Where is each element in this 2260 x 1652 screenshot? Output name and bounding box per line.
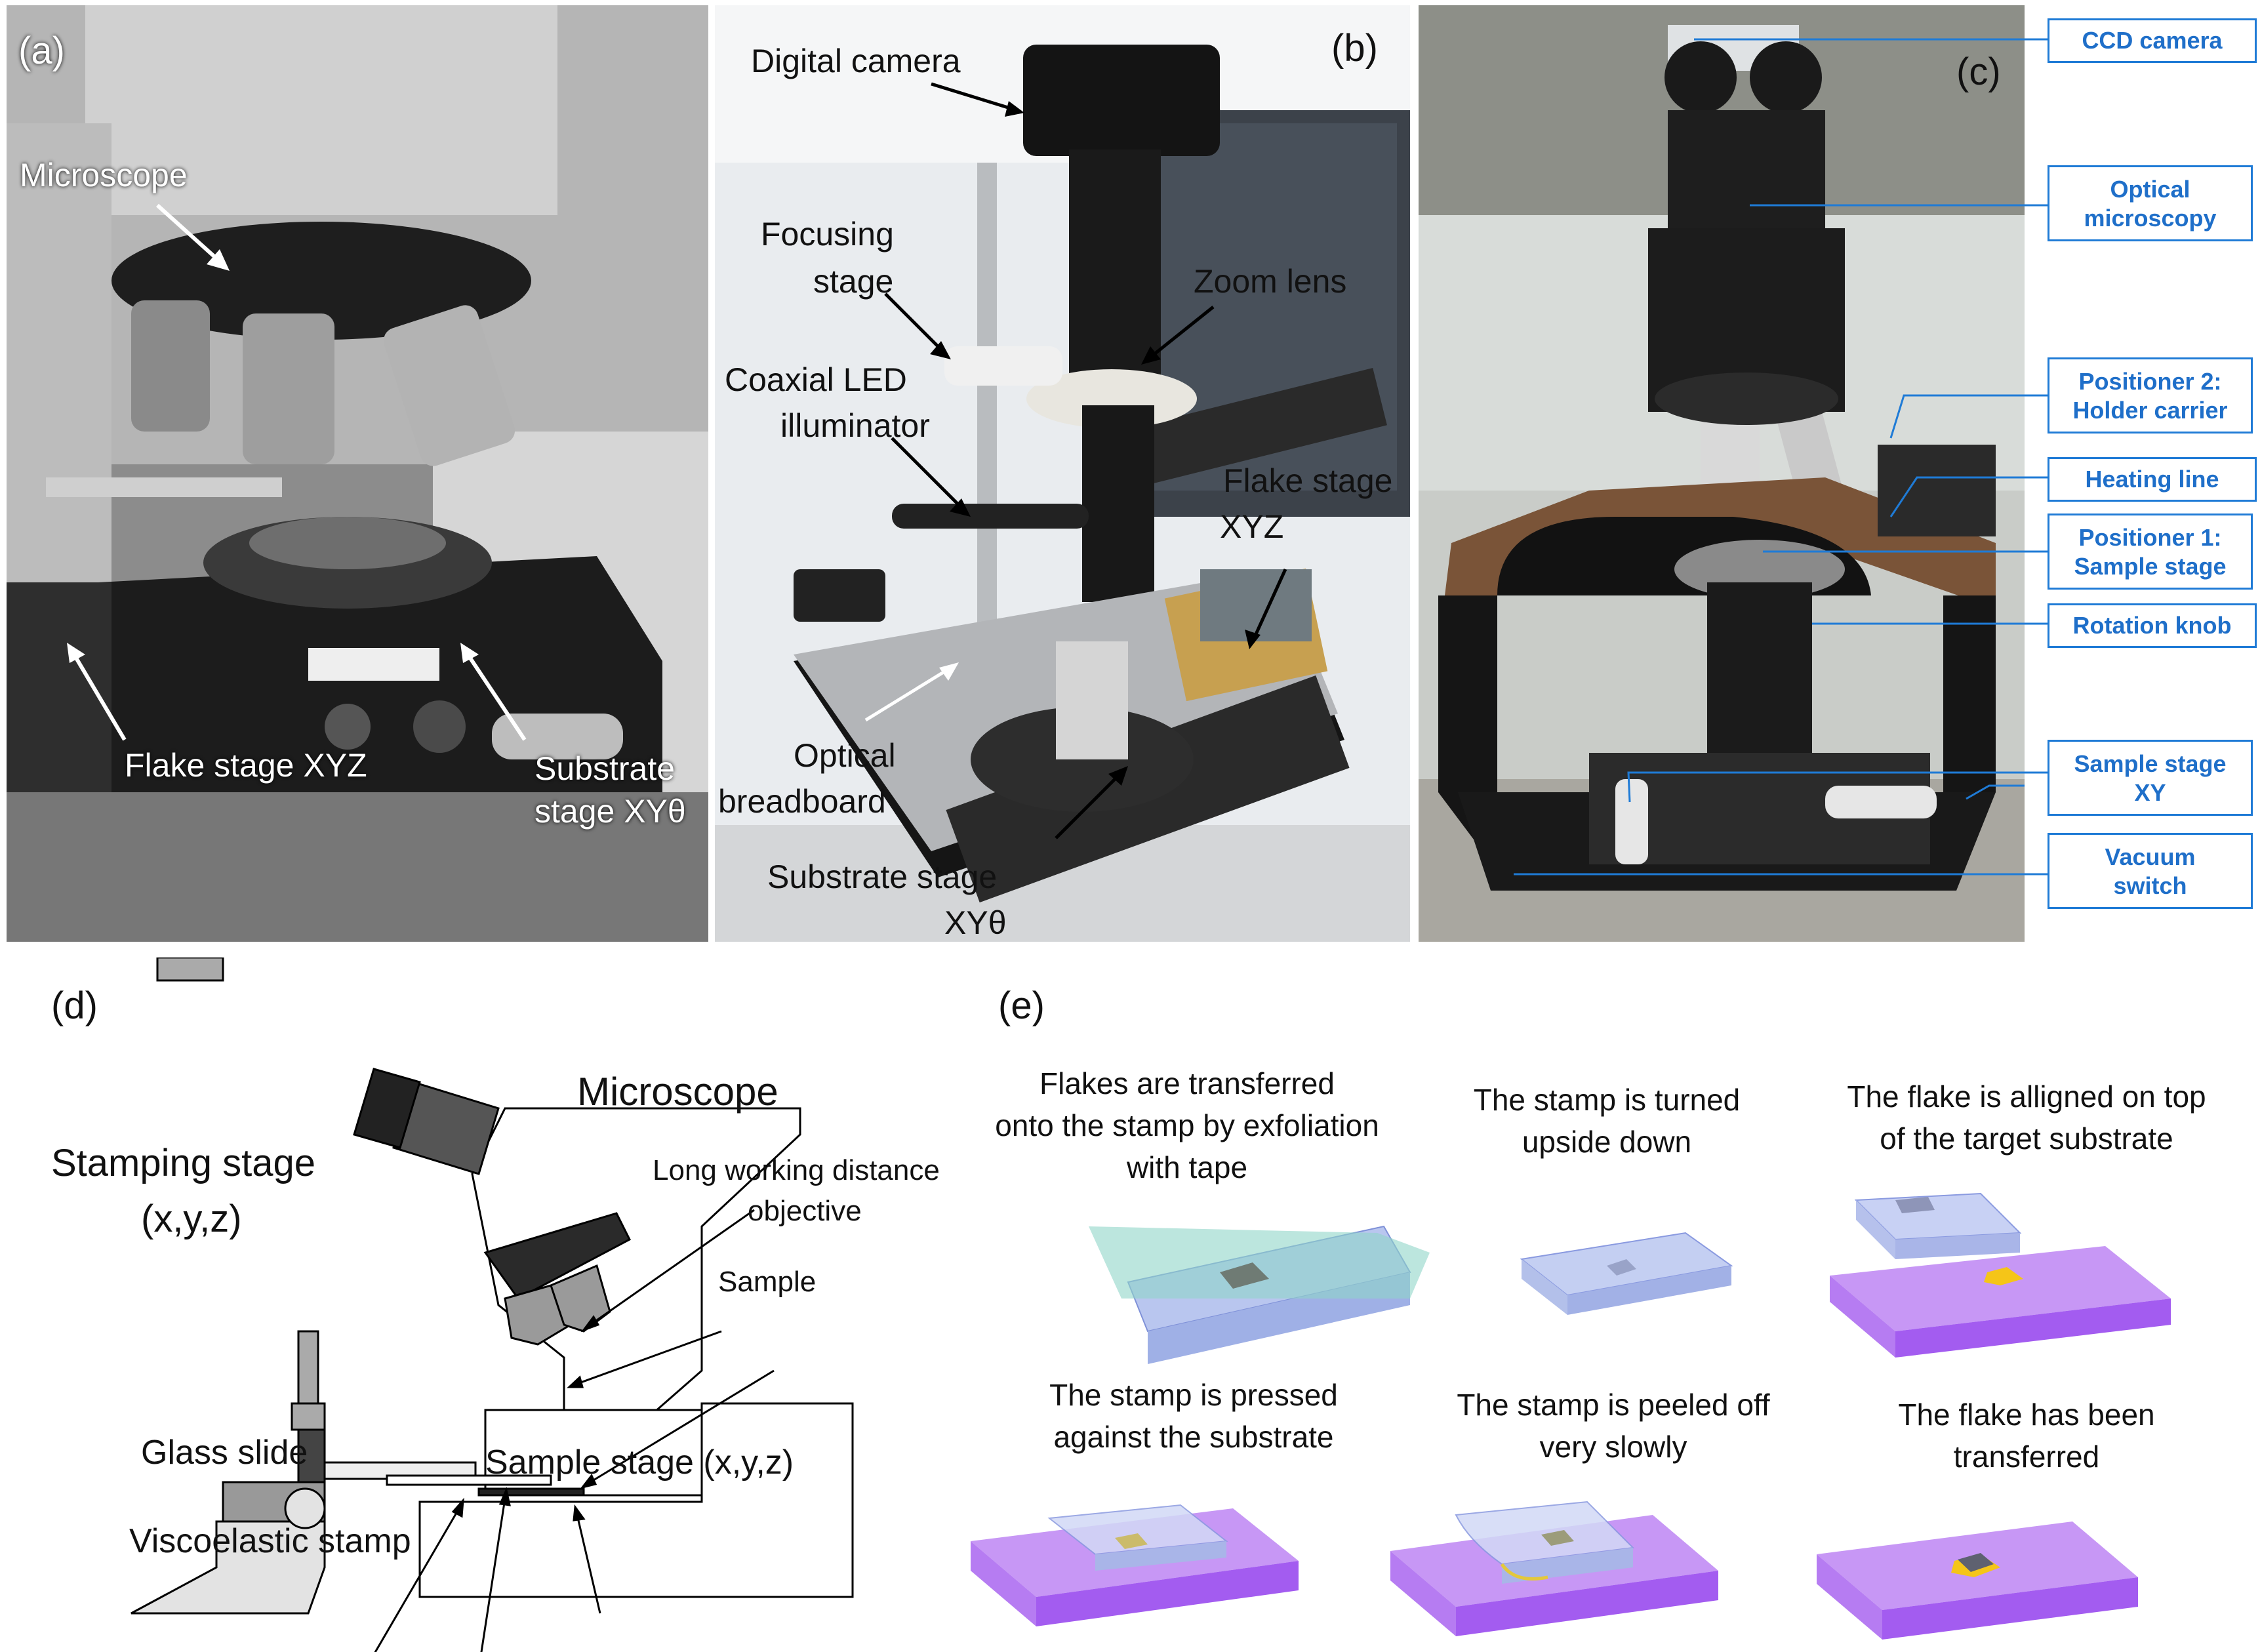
sample-stage-xy-text-2: XY — [2134, 779, 2166, 806]
vacuum-switch-callout: Vacuum switch — [2048, 833, 2253, 909]
sample-stage-xy-callout: Sample stage XY — [2048, 740, 2253, 816]
positioner-1-text-1: Positioner 1: — [2078, 524, 2222, 551]
positioner-1-text-2: Sample stage — [2074, 553, 2227, 580]
step-6-illustration — [1817, 1521, 2138, 1640]
optical-microscopy-text-1: Optical — [2110, 176, 2190, 203]
panel-b-letter: (b) — [1331, 27, 1378, 70]
rotation-knob-text: Rotation knob — [2072, 612, 2232, 639]
focusing-stage-label-2: stage — [813, 263, 894, 300]
optical-microscopy-callout: Optical microscopy — [2048, 165, 2253, 241]
glass-slide-label: Glass slide — [141, 1434, 308, 1472]
flake-stage-xyz-label: XYZ — [1220, 508, 1284, 545]
step-3-line-2: of the target substrate — [1880, 1121, 2173, 1156]
heating-line-callout: Heating line — [2048, 457, 2257, 502]
step-1-illustration — [1089, 1225, 1430, 1364]
coaxial-led-label-2: illuminator — [780, 407, 930, 444]
zoom-lens-label: Zoom lens — [1194, 263, 1347, 300]
step-4-illustration — [971, 1504, 1299, 1626]
step-2-illustration — [1520, 1232, 1733, 1315]
stamping-stage-label-2: (x,y,z) — [141, 1198, 242, 1240]
lwd-objective-label-2: objective — [748, 1195, 862, 1227]
step-3-line-1: The flake is alligned on top — [1847, 1079, 2206, 1114]
sample-stage-xy-text-1: Sample stage — [2074, 750, 2227, 777]
panel-a-photo: (a) Microscope Flake stage XYZ Substrate… — [7, 5, 708, 942]
ccd-camera-text: CCD camera — [2082, 27, 2223, 54]
panel-c-letter: (c) — [1956, 50, 2001, 93]
step-3-caption: The flake is alligned on top of the targ… — [1797, 1076, 2256, 1159]
microscope-photo-a — [7, 5, 708, 942]
step-2-caption: The stamp is turned upside down — [1417, 1079, 1797, 1163]
step-1-line-1: Flakes are transferred — [1039, 1066, 1335, 1100]
step-5-line-2: very slowly — [1539, 1430, 1687, 1464]
digital-camera-label: Digital camera — [751, 43, 961, 79]
positioner-2-text-2: Holder carrier — [2072, 397, 2228, 424]
viscoelastic-stamp-label: Viscoelastic stamp — [129, 1522, 411, 1560]
psm-microscope-photo — [1419, 5, 2025, 942]
step-4-line-1: The stamp is pressed — [1049, 1378, 1338, 1412]
rotation-knob-callout: Rotation knob — [2048, 603, 2257, 648]
zoom-lens-setup-photo — [715, 5, 1410, 942]
heating-line-text: Heating line — [2085, 466, 2219, 493]
substrate-stage-xytheta-label: XYθ — [944, 904, 1007, 941]
step-1-line-2: onto the stamp by exfoliation — [995, 1108, 1379, 1142]
panel-b-photo: (b) Digital camera Focusing stage Zoom l… — [715, 5, 1410, 942]
panel-d-schematic: (d) Microscope Stamping stage (x,y,z) Lo… — [0, 957, 951, 1652]
lwd-objective-label-1: Long working distance — [653, 1154, 940, 1186]
stamping-setup-schematic — [131, 957, 854, 1652]
substrate-stage-label-2: stage XYθ — [535, 793, 686, 830]
step-1-caption: Flakes are transferred onto the stamp by… — [958, 1062, 1417, 1188]
step-6-caption: The flake has been transferred — [1830, 1394, 2223, 1478]
step-5-illustration — [1390, 1501, 1718, 1636]
transfer-steps-illustration — [971, 1192, 2171, 1640]
ccd-camera-callout: CCD camera — [2048, 18, 2257, 63]
optical-breadboard-label-2: breadboard — [718, 783, 886, 820]
step-1-line-3: with tape — [1126, 1150, 1248, 1184]
positioner-2-callout: Positioner 2: Holder carrier — [2048, 357, 2253, 433]
focusing-stage-label-1: Focusing — [761, 216, 894, 252]
sample-label: Sample — [718, 1266, 817, 1298]
panel-e-process: (e) Flakes are transferred onto the stam… — [958, 957, 2260, 1652]
microscope-title-label: Microscope — [577, 1070, 778, 1114]
step-3-illustration — [1830, 1192, 2171, 1358]
step-5-caption: The stamp is peeled off very slowly — [1417, 1384, 1810, 1468]
stamping-stage-label-1: Stamping stage — [51, 1142, 316, 1184]
panel-a-letter: (a) — [18, 30, 65, 72]
step-5-line-1: The stamp is peeled off — [1457, 1388, 1770, 1422]
step-6-line-1: The flake has been — [1898, 1398, 2155, 1432]
sample-stage-label: Sample stage (x,y,z) — [485, 1443, 794, 1481]
step-2-line-2: upside down — [1522, 1125, 1692, 1159]
substrate-stage-label-1: Substrate — [535, 750, 676, 787]
positioner-1-callout: Positioner 1: Sample stage — [2048, 514, 2253, 590]
substrate-stage-label: Substrate stage — [767, 858, 998, 895]
optical-microscopy-text-2: microscopy — [2084, 205, 2217, 232]
step-4-caption: The stamp is pressed against the substra… — [984, 1374, 1403, 1458]
flake-stage-label: Flake stage XYZ — [125, 747, 367, 784]
panel-e-letter: (e) — [998, 984, 1045, 1027]
step-2-line-1: The stamp is turned — [1473, 1083, 1741, 1117]
panel-c-photo: (c) — [1419, 5, 2025, 942]
step-6-line-2: transferred — [1953, 1440, 2100, 1474]
step-4-line-2: against the substrate — [1053, 1420, 1334, 1454]
positioner-2-text-1: Positioner 2: — [2078, 368, 2222, 395]
vacuum-switch-text-1: Vacuum — [2105, 843, 2196, 870]
panel-d-letter: (d) — [51, 984, 98, 1027]
optical-breadboard-label-1: Optical — [794, 737, 896, 774]
flake-stage-label: Flake stage — [1223, 462, 1393, 499]
microscope-label: Microscope — [20, 157, 188, 193]
coaxial-led-label-1: Coaxial LED — [725, 361, 907, 398]
vacuum-switch-text-2: switch — [2113, 872, 2187, 899]
